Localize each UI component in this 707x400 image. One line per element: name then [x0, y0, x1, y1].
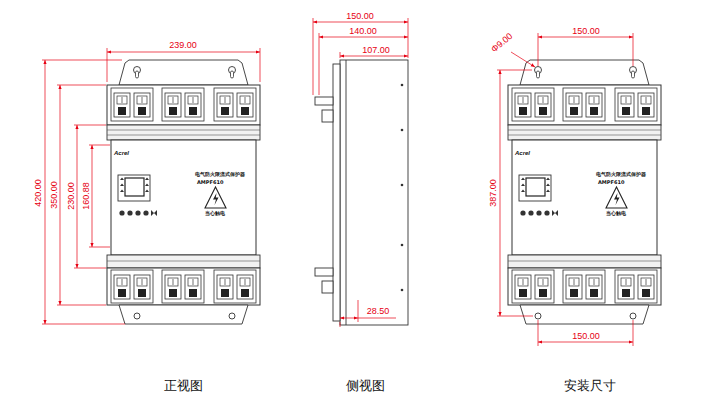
model-number: AMPF610: [197, 180, 223, 185]
height-dimension: 160.88: [82, 182, 91, 210]
product-name: 电气防火限流式保护器: [596, 172, 646, 177]
brand-logo: Acrel: [114, 150, 129, 156]
view-caption: 侧视图: [346, 379, 385, 392]
warning-text: 当心触电: [606, 211, 626, 216]
model-number: AMPF610: [598, 180, 624, 185]
height-dimension: 420.00: [34, 179, 43, 207]
width-dimension: 239.00: [169, 41, 197, 50]
height-dimension: 230.00: [67, 182, 76, 210]
product-name: 电气防火限流式保护器: [195, 172, 245, 177]
view-caption: 正视图: [164, 379, 203, 392]
view-caption: 安装尺寸: [564, 379, 616, 392]
device-panel: Acrel 电气防火限流式保护器 AMPF610 当心触电: [111, 140, 256, 255]
hole-spacing: 387.00: [489, 179, 498, 207]
device-panel: Acrel 电气防火限流式保护器 AMPF610 当心触电: [512, 140, 657, 255]
brand-logo: Acrel: [515, 150, 530, 156]
warning-text: 当心触电: [205, 211, 225, 216]
height-dimension: 350.00: [50, 181, 59, 209]
depth-dimension: 150.00: [346, 12, 374, 21]
hole-spacing: 150.00: [572, 332, 600, 341]
depth-dimension: 140.00: [349, 27, 377, 36]
hole-spacing: 150.00: [572, 27, 600, 36]
hole-diameter: Φ9.00: [490, 32, 515, 55]
depth-dimension: 28.50: [367, 307, 390, 316]
depth-dimension: 107.00: [362, 46, 390, 55]
